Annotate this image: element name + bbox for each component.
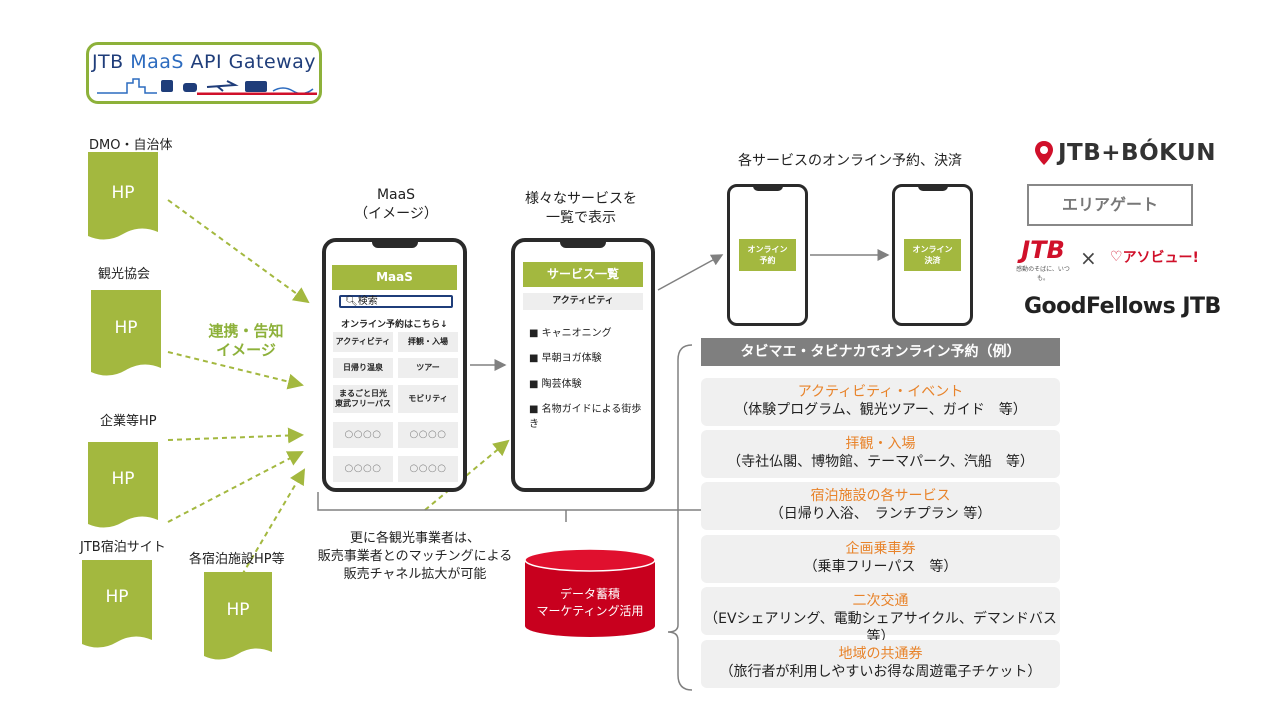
source-label-kanko: 観光協会 — [98, 267, 151, 282]
hp-label-kanko: HP — [114, 318, 138, 338]
maas-caption: MaaS （イメージ） — [354, 187, 438, 222]
hp-label-kigyo: HP — [111, 469, 135, 489]
source-label-dmo: DMO・自治体 — [89, 138, 173, 153]
database-cylinder-icon — [524, 548, 656, 637]
maas-cell-mobility[interactable]: モビリティ — [398, 385, 458, 413]
maas-online-prompt: オンライン予約はこちら↓ — [341, 320, 448, 330]
list-header: タビマエ・タビナカでオンライン予約（例） — [701, 338, 1060, 366]
online-pay-button[interactable]: オンライン 決済 — [904, 239, 961, 271]
link-arrow-hotel — [241, 468, 306, 576]
hp-label-dmo: HP — [111, 183, 135, 203]
booking-caption: 各サービスのオンライン予約、決済 — [738, 153, 962, 169]
hp-document-hotel — [204, 572, 272, 660]
goodfellows-logo: GoodFellows JTB — [1024, 294, 1221, 319]
link-arrow-dmo — [167, 199, 310, 304]
pay-phone: オンライン 決済 — [892, 184, 973, 326]
maas-cell-placeholder[interactable]: ○○○○ — [398, 422, 458, 448]
jtb-maas-gateway-logo: JTB MaaS API Gateway — [86, 42, 322, 104]
arrow-service-to-booking — [657, 254, 724, 291]
service-item[interactable]: ■ 名物ガイドによる街歩き — [529, 404, 642, 430]
jtb-logo: JTB 感動のそばに、いつも。 — [1016, 236, 1070, 282]
phone-notch — [917, 186, 948, 191]
times-icon: × — [1080, 246, 1097, 270]
maas-cell-tour[interactable]: ツアー — [398, 358, 458, 378]
list-brace — [667, 344, 693, 691]
service-item[interactable]: ■ キャニオニング — [529, 328, 612, 339]
hp-document-kanko — [91, 290, 161, 376]
source-label-jtb: JTB宿泊サイト — [80, 540, 166, 555]
area-gate-logo: エリアゲート — [1027, 184, 1193, 226]
database-label: データ蓄積 マーケティング活用 — [536, 587, 644, 618]
source-label-kigyo: 企業等HP — [100, 414, 157, 429]
bracket-note: 更に各観光事業者は、 販売事業者とのマッチングによる 販売チャネル拡大が可能 — [317, 531, 513, 582]
hp-label-jtb: HP — [105, 587, 129, 607]
service-caption: 様々なサービスを 一覧で表示 — [525, 191, 637, 226]
service-category[interactable]: アクティビティ — [523, 293, 643, 310]
service-header: サービス一覧 — [523, 262, 643, 287]
map-pin-icon — [1035, 141, 1053, 165]
source-label-hotel: 各宿泊施設HP等 — [189, 552, 285, 567]
service-item[interactable]: ■ 早朝ヨガ体験 — [529, 353, 602, 364]
maas-search-input[interactable]: 🔍︎検索 — [339, 295, 453, 308]
category-ticket: 企画乗車券 （乗車フリーパス 等） — [701, 535, 1060, 583]
maas-cell-activity[interactable]: アクティビティ — [333, 332, 393, 352]
category-activity: アクティビティ・イベント （体験プログラム、観光ツアー、ガイド 等） — [701, 378, 1060, 426]
link-arrow-kigyo — [167, 427, 304, 444]
transport-skyline-icon — [97, 78, 317, 95]
category-secondary-transport: 二次交通 （EVシェアリング、電動シェアサイクル、デマンドバス等） — [701, 587, 1060, 645]
category-admission: 拝観・入場 （寺社仏閣、博物館、テーマパーク、汽船 等） — [701, 430, 1060, 478]
online-reserve-button[interactable]: オンライン 予約 — [739, 239, 796, 271]
link-label: 連携・告知 イメージ — [208, 322, 284, 359]
maas-cell-placeholder[interactable]: ○○○○ — [398, 456, 458, 482]
logo-title: JTB MaaS API Gateway — [91, 51, 317, 73]
jtb-bokun-logo: JTB+BÓKUN — [1034, 140, 1216, 166]
category-lodging: 宿泊施設の各サービス （日帰り入浴、 ランチプラン 等） — [701, 482, 1060, 530]
service-phone: サービス一覧 アクティビティ ■ キャニオニング ■ 早朝ヨガ体験 ■ 陶芸体験… — [511, 238, 655, 492]
maas-header: MaaS — [332, 265, 457, 290]
maas-cell-placeholder[interactable]: ○○○○ — [333, 422, 393, 448]
reserve-phone: オンライン 予約 — [727, 184, 808, 326]
link-arrow-jtb — [167, 451, 304, 523]
phone-notch — [371, 241, 418, 248]
heart-icon: ♡ — [1110, 249, 1123, 265]
maas-cell-onsen[interactable]: 日帰り温泉 — [333, 358, 393, 378]
maas-cell-admission[interactable]: 拝観・入場 — [398, 332, 458, 352]
phone-notch — [752, 186, 783, 191]
maas-cell-freepass[interactable]: まるごと日光 東武フリーパス — [333, 385, 393, 413]
phone-notch — [560, 241, 606, 248]
category-regional-coupon: 地域の共通券 （旅行者が利用しやすいお得な周遊電子チケット） — [701, 640, 1060, 688]
hp-label-hotel: HP — [226, 600, 250, 620]
hp-document-dmo — [88, 152, 158, 240]
asoview-logo: ♡ アソビュー! — [1110, 249, 1199, 266]
maas-phone: MaaS 🔍︎検索 オンライン予約はこちら↓ アクティビティ 拝観・入場 日帰り… — [322, 238, 467, 492]
hp-document-kigyo — [88, 442, 158, 528]
maas-cell-placeholder[interactable]: ○○○○ — [333, 456, 393, 482]
search-icon: 🔍︎ — [345, 296, 358, 307]
service-item[interactable]: ■ 陶芸体験 — [529, 379, 582, 390]
hp-document-jtb — [82, 560, 152, 648]
